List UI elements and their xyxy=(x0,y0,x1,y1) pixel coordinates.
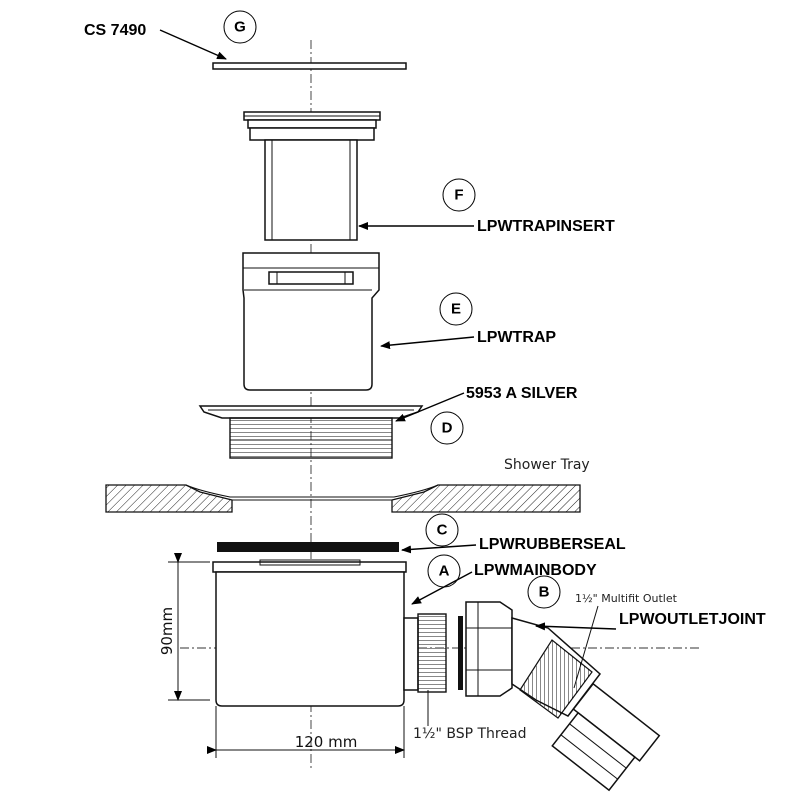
multifit-outlet-label: 1½" Multifit Outlet xyxy=(575,592,678,605)
trap-label: LPWTRAP xyxy=(477,329,556,346)
trap-part xyxy=(242,252,380,391)
callout-b: B xyxy=(527,575,561,609)
svg-text:F: F xyxy=(454,187,463,204)
main-body-part xyxy=(212,559,463,707)
outlet-joint-leader xyxy=(535,622,617,631)
main-body-leader xyxy=(411,571,473,605)
width-dimension-label: 120 mm xyxy=(295,733,358,751)
svg-text:A: A xyxy=(439,563,450,580)
callout-a: A xyxy=(427,554,461,588)
width-dimension xyxy=(207,706,405,758)
trap-insert-part xyxy=(243,111,381,241)
trap-leader xyxy=(380,336,475,350)
rubber-seal-part xyxy=(217,542,399,552)
svg-text:G: G xyxy=(234,19,246,36)
cover-plate-part xyxy=(212,62,407,70)
outlet-joint-part xyxy=(465,601,661,792)
cs7490-label: CS 7490 xyxy=(84,22,146,39)
shower-tray-label: Shower Tray xyxy=(504,457,590,473)
waste-label: 5953 A SILVER xyxy=(466,385,578,402)
svg-text:B: B xyxy=(539,584,550,601)
waste-flange-part xyxy=(198,405,424,459)
callout-c: C xyxy=(425,513,459,547)
svg-text:C: C xyxy=(437,522,448,539)
shower-tray-section xyxy=(105,484,581,513)
main-body-label: LPWMAINBODY xyxy=(474,562,597,579)
rubber-seal-leader xyxy=(401,544,477,554)
height-dimension-label: 90mm xyxy=(158,607,176,655)
waste-leader xyxy=(395,392,465,422)
callout-g: G xyxy=(223,10,257,44)
callout-e: E xyxy=(439,292,473,326)
svg-text:D: D xyxy=(442,420,453,437)
callout-f: F xyxy=(442,178,476,212)
svg-text:E: E xyxy=(451,301,461,318)
cs7490-leader xyxy=(159,29,227,60)
bsp-thread-label: 1½" BSP Thread xyxy=(413,726,526,742)
multifit-leader xyxy=(573,605,599,689)
callout-d: D xyxy=(430,411,464,445)
trap-insert-label: LPWTRAPINSERT xyxy=(477,218,615,235)
height-dimension xyxy=(168,553,210,701)
rubber-seal-label: LPWRUBBERSEAL xyxy=(479,536,626,553)
outlet-joint-label: LPWOUTLETJOINT xyxy=(619,611,766,628)
